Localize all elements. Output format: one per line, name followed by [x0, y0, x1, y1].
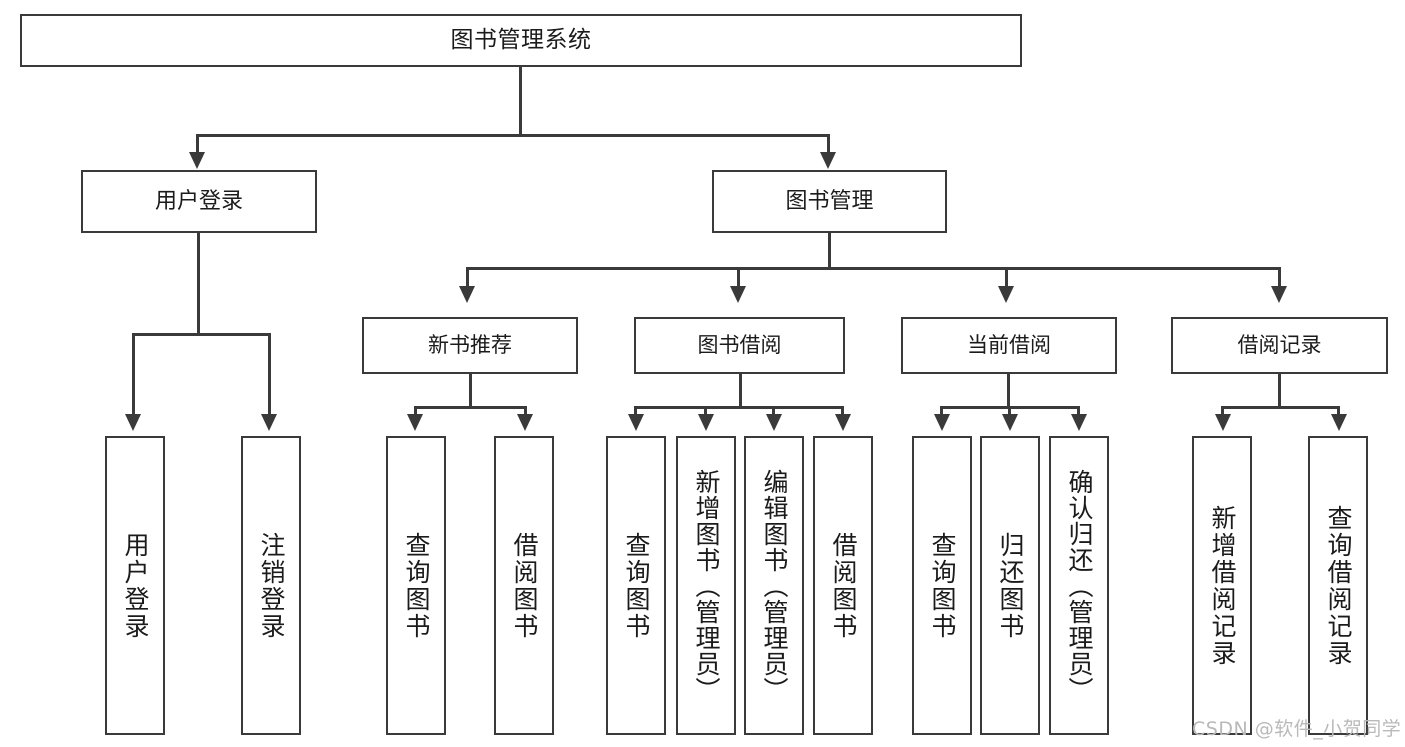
edge-new-book-to-leaf-1 — [414, 406, 417, 417]
leaf-book-borrow-edit-book-admin[interactable]: 编辑图书（管理员） — [744, 436, 804, 735]
edge-book-borrow-to-leaf-3 — [772, 406, 775, 417]
node-label: 新增借阅记录 — [1208, 504, 1237, 667]
edge-book-borrow-bus — [634, 406, 844, 409]
edge-book-management-to-book-borrow — [737, 267, 740, 289]
node-label: 新书推荐 — [428, 333, 512, 358]
edge-borrow-record-bus — [1221, 406, 1340, 409]
arrow-book-management-to-current-borrow — [998, 286, 1014, 303]
arrow-book-management-to-book-borrow — [730, 286, 746, 303]
leaf-new-book-borrow-book[interactable]: 借阅图书 — [494, 436, 554, 735]
edge-book-management-bus — [466, 267, 1281, 270]
arrow-book-borrow-to-leaf-2 — [698, 414, 714, 431]
edge-book-management-to-borrow-record — [1278, 267, 1281, 289]
leaf-borrow-record-query-record[interactable]: 查询借阅记录 — [1308, 436, 1368, 735]
node-label: 确认归还（管理员） — [1065, 468, 1094, 703]
arrow-book-borrow-to-leaf-3 — [766, 414, 782, 431]
edge-borrow-record-stem — [1278, 374, 1281, 409]
arrow-book-borrow-to-leaf-4 — [835, 414, 851, 431]
arrow-new-book-to-leaf-1 — [407, 414, 423, 431]
node-new-book-recommend[interactable]: 新书推荐 — [362, 317, 578, 374]
node-label: 图书管理 — [785, 188, 874, 214]
leaf-current-borrow-query-book[interactable]: 查询图书 — [912, 436, 972, 735]
edge-user-login-stem — [197, 233, 200, 335]
leaf-book-borrow-query-book[interactable]: 查询图书 — [606, 436, 666, 735]
node-label: 当前借阅 — [967, 333, 1051, 358]
edge-root-to-book-management — [827, 134, 830, 156]
leaf-book-borrow-add-book-admin[interactable]: 新增图书（管理员） — [676, 436, 736, 735]
arrow-user-login-to-leaf-1 — [125, 414, 141, 431]
leaf-borrow-record-add-record[interactable]: 新增借阅记录 — [1192, 436, 1252, 735]
edge-book-borrow-to-leaf-1 — [634, 406, 637, 417]
edge-book-borrow-to-leaf-4 — [841, 406, 844, 417]
edge-book-borrow-stem — [739, 374, 742, 409]
node-book-borrow[interactable]: 图书借阅 — [634, 317, 845, 374]
node-user-login[interactable]: 用户登录 — [81, 170, 317, 233]
node-book-management[interactable]: 图书管理 — [712, 170, 947, 233]
edge-book-management-stem — [828, 233, 831, 270]
edge-current-borrow-to-leaf-1 — [940, 406, 943, 417]
edge-borrow-record-to-leaf-2 — [1337, 406, 1340, 417]
edge-user-login-to-leaf-1 — [132, 333, 135, 417]
node-label: 用户登录 — [121, 531, 150, 640]
edge-book-management-to-new-book — [466, 267, 469, 289]
arrow-new-book-to-leaf-2 — [517, 414, 533, 431]
leaf-book-borrow-borrow-book[interactable]: 借阅图书 — [813, 436, 873, 735]
arrow-book-management-to-new-book — [459, 286, 475, 303]
edge-root-stem — [519, 67, 522, 136]
leaf-user-login[interactable]: 用户登录 — [105, 436, 165, 735]
node-label: 借阅图书 — [829, 531, 858, 640]
node-label: 查询图书 — [402, 531, 431, 640]
edge-current-borrow-stem — [1007, 374, 1010, 409]
node-root-book-management-system[interactable]: 图书管理系统 — [20, 14, 1022, 67]
edge-book-management-to-current-borrow — [1005, 267, 1008, 289]
edge-new-book-bus — [414, 406, 527, 409]
edge-book-borrow-to-leaf-2 — [704, 406, 707, 417]
arrow-borrow-record-to-leaf-1 — [1215, 414, 1231, 431]
node-label: 借阅图书 — [510, 531, 539, 640]
leaf-current-borrow-return-book[interactable]: 归还图书 — [980, 436, 1040, 735]
edge-user-login-bus — [132, 333, 270, 336]
edge-current-borrow-to-leaf-3 — [1077, 406, 1080, 417]
node-label: 归还图书 — [996, 531, 1025, 640]
arrow-current-borrow-to-leaf-3 — [1071, 414, 1087, 431]
node-label: 查询图书 — [928, 531, 957, 640]
arrow-root-to-book-management — [820, 152, 836, 169]
node-label: 用户登录 — [154, 188, 243, 214]
node-label: 查询图书 — [622, 531, 651, 640]
arrow-user-login-to-leaf-2 — [261, 414, 277, 431]
arrow-current-borrow-to-leaf-1 — [934, 414, 950, 431]
leaf-new-book-query-book[interactable]: 查询图书 — [386, 436, 446, 735]
node-label: 借阅记录 — [1237, 333, 1322, 358]
node-current-borrow[interactable]: 当前借阅 — [901, 317, 1117, 374]
edge-current-borrow-to-leaf-2 — [1008, 406, 1011, 417]
edge-root-bus — [196, 134, 830, 137]
leaf-current-borrow-confirm-return-admin[interactable]: 确认归还（管理员） — [1049, 436, 1109, 735]
node-label: 图书借阅 — [697, 333, 782, 358]
edge-user-login-to-leaf-2 — [268, 333, 271, 417]
node-label: 新增图书（管理员） — [692, 468, 721, 703]
node-label: 图书管理系统 — [450, 26, 592, 53]
edge-new-book-to-leaf-2 — [524, 406, 527, 417]
arrow-book-borrow-to-leaf-1 — [628, 414, 644, 431]
arrow-current-borrow-to-leaf-2 — [1002, 414, 1018, 431]
edge-new-book-stem — [469, 374, 472, 409]
arrow-book-management-to-borrow-record — [1271, 286, 1287, 303]
csdn-watermark: CSDN @软件_小贺同学 — [1192, 718, 1402, 740]
arrow-root-to-user-login — [189, 152, 205, 169]
node-borrow-record[interactable]: 借阅记录 — [1171, 317, 1388, 374]
arrow-borrow-record-to-leaf-2 — [1331, 414, 1347, 431]
edge-borrow-record-to-leaf-1 — [1221, 406, 1224, 417]
node-label: 注销登录 — [257, 531, 286, 640]
leaf-logout-login[interactable]: 注销登录 — [241, 436, 301, 735]
node-label: 查询借阅记录 — [1324, 504, 1353, 667]
edge-root-to-user-login — [196, 134, 199, 156]
node-label: 编辑图书（管理员） — [760, 468, 789, 703]
